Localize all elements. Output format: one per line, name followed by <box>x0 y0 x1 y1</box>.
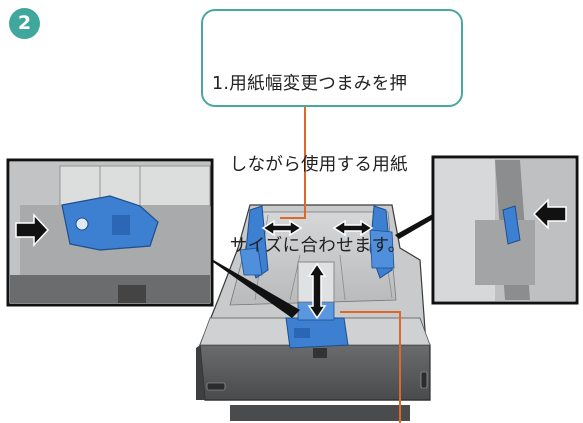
callout-text: 1.用紙幅変更つまみを押 しながら使用する用紙 サイズに合わせます。 <box>212 17 457 314</box>
latch-icon <box>420 371 428 389</box>
push-arrow-icon <box>532 198 567 230</box>
width-guide-right[interactable] <box>369 205 395 279</box>
callout-line: 1.用紙幅変更つまみを押 <box>212 74 408 94</box>
width-guide-left[interactable] <box>239 205 269 279</box>
instruction-callout: 1.用紙幅変更つまみを押 しながら使用する用紙 サイズに合わせます。 <box>201 9 463 256</box>
width-guide-closeup[interactable] <box>61 195 159 251</box>
width-guide-closeup[interactable] <box>502 205 521 245</box>
inset-left <box>6 158 300 318</box>
double-arrow-icon <box>332 219 374 237</box>
callout-line: しながら使用する用紙 <box>212 155 408 175</box>
latch-icon <box>206 382 226 391</box>
inset-right <box>395 155 579 305</box>
double-arrow-icon <box>261 219 303 237</box>
callout-line: サイズに合わせます。 <box>212 236 406 256</box>
step-number-badge: 2 <box>9 8 40 39</box>
double-arrow-icon <box>307 262 327 320</box>
leader-line <box>280 107 401 423</box>
push-arrow-icon <box>15 213 50 247</box>
